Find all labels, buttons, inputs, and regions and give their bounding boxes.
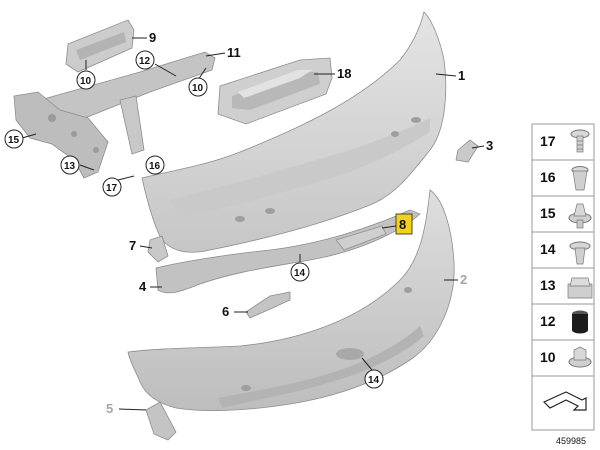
callout-12: 12	[135, 50, 155, 70]
bracket-9	[65, 19, 135, 73]
legend-row-12: 12	[540, 310, 588, 334]
hex-nut-icon	[568, 346, 592, 368]
svg-text:15: 15	[540, 205, 556, 221]
callout-9: 9	[149, 30, 156, 45]
callout-11: 11	[227, 45, 241, 60]
leader-lines	[21, 37, 485, 411]
callout-14-b: 14	[364, 369, 384, 389]
expanding-nut-icon	[571, 166, 589, 191]
svg-text:9: 9	[149, 30, 156, 45]
bumper-trim-upper	[141, 11, 447, 253]
legend-row-10: 10	[540, 346, 592, 368]
svg-text:16: 16	[540, 169, 556, 185]
push-rivet-icon	[570, 129, 590, 153]
callout-8-highlighted: 8	[395, 213, 413, 235]
callout-10-b: 10	[188, 77, 208, 97]
reflector-6	[245, 291, 291, 319]
svg-text:2: 2	[460, 272, 467, 287]
svg-text:17: 17	[540, 133, 556, 149]
svg-text:10: 10	[80, 76, 92, 87]
expanding-rivet-icon	[569, 241, 591, 265]
svg-text:8: 8	[399, 217, 406, 232]
svg-text:11: 11	[227, 45, 241, 60]
callout-2: 2	[460, 272, 467, 287]
callout-1: 1	[458, 68, 465, 83]
callout-6: 6	[222, 304, 229, 319]
callout-3: 3	[486, 138, 493, 153]
svg-text:14: 14	[294, 268, 306, 279]
reflector-5	[145, 401, 177, 441]
svg-text:5: 5	[106, 401, 113, 416]
svg-text:14: 14	[368, 375, 380, 386]
reflector-cover-3	[455, 139, 479, 163]
lower-trim-strip-4	[155, 209, 421, 294]
deflector-18	[217, 57, 333, 125]
legend-row-13: 13	[540, 277, 593, 299]
callout-17: 17	[102, 177, 122, 197]
callout-10-a: 10	[76, 70, 96, 90]
svg-text:6: 6	[222, 304, 229, 319]
svg-text:1: 1	[458, 68, 465, 83]
legend-row-15: 15	[540, 203, 592, 229]
svg-text:4: 4	[139, 279, 147, 294]
callout-4: 4	[139, 279, 147, 294]
bracket-7	[147, 235, 169, 263]
callout-15: 15	[4, 129, 24, 149]
svg-text:17: 17	[106, 183, 118, 194]
callout-13: 13	[60, 155, 80, 175]
fastener-legend: 17 16 15 14	[531, 123, 595, 431]
callout-5: 5	[106, 401, 113, 416]
catalog-arrow-icon	[542, 391, 587, 411]
diagram-reference-number: 459985	[556, 436, 586, 446]
callout-7: 7	[129, 238, 136, 253]
legend-row-17: 17	[540, 129, 590, 153]
legend-row-16: 16	[540, 166, 589, 191]
legend-row-14: 14	[540, 241, 591, 265]
svg-text:13: 13	[64, 161, 76, 172]
svg-text:15: 15	[8, 135, 20, 146]
svg-text:10: 10	[192, 83, 204, 94]
bumper-panel-lower	[127, 189, 455, 411]
svg-text:12: 12	[540, 313, 556, 329]
svg-text:10: 10	[540, 349, 556, 365]
rubber-buffer-icon	[572, 310, 588, 334]
svg-text:3: 3	[486, 138, 493, 153]
clip-icon	[568, 203, 592, 229]
callout-14-a: 14	[290, 262, 310, 282]
svg-text:18: 18	[337, 66, 351, 81]
svg-text:12: 12	[139, 56, 151, 67]
svg-text:16: 16	[149, 161, 161, 172]
clip-nut-icon	[567, 277, 593, 299]
callout-16: 16	[145, 155, 165, 175]
carrier-beam-11	[13, 51, 216, 179]
svg-text:14: 14	[540, 241, 556, 257]
svg-text:13: 13	[540, 277, 556, 293]
svg-text:7: 7	[129, 238, 136, 253]
callout-18: 18	[337, 66, 351, 81]
